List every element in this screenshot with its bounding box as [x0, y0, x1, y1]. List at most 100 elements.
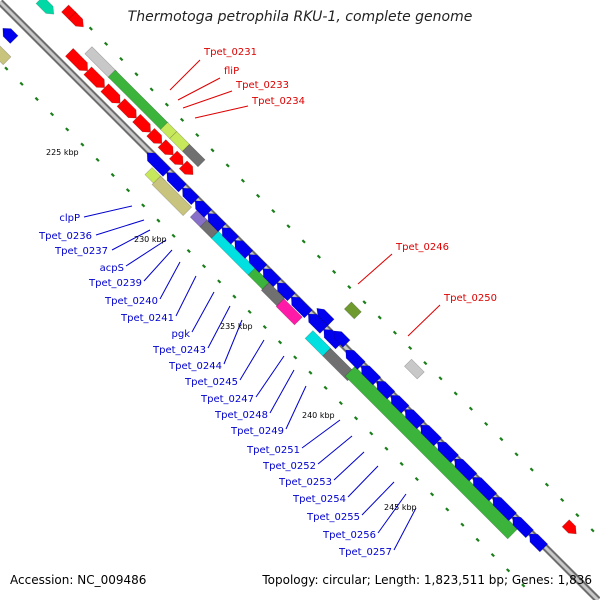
reverse-gene-block: [2, 27, 19, 44]
forward-gene-arrow: [157, 139, 174, 156]
tick-mark-outer: [301, 239, 306, 244]
reverse-gene-label: Tpet_0254: [292, 494, 346, 505]
tick-mark-outer: [544, 482, 550, 487]
reverse-gene-label: Tpet_0247: [200, 394, 254, 405]
reverse-gene-label: Tpet_0257: [338, 547, 392, 558]
tick-mark-outer: [468, 406, 474, 411]
leader-line: [111, 229, 151, 251]
leader-line: [95, 219, 145, 236]
tick-mark-inner: [308, 370, 313, 375]
label-leader-lines: [83, 59, 441, 551]
tick-mark-outer: [256, 193, 261, 198]
reverse-gene-label: Tpet_0255: [306, 512, 360, 523]
tick-mark-inner: [232, 294, 237, 299]
forward-gene-label: Tpet_0233: [235, 80, 289, 91]
reverse-gene-arrow: [194, 200, 213, 218]
tick-mark-outer: [134, 72, 139, 77]
forward-gene-arrow: [68, 11, 84, 28]
leader-line: [317, 435, 353, 465]
tick-mark-inner: [445, 507, 450, 512]
reverse-gene-arrow: [472, 476, 498, 502]
forward-gene-arrow: [146, 127, 163, 144]
tick-mark-inner: [156, 218, 161, 223]
leader-line: [285, 385, 307, 430]
leader-line: [191, 291, 215, 333]
reverse-gene-label: Tpet_0256: [322, 530, 376, 541]
forward-gene-arrow: [100, 83, 121, 104]
forward-gene-label: Tpet_0246: [395, 242, 449, 253]
leader-line: [143, 249, 173, 282]
reverse-gene-arrow: [166, 172, 187, 193]
reverse-gene-arrow: [345, 349, 366, 370]
tick-mark-inner: [429, 492, 435, 497]
reverse-gene-label: Tpet_0249: [230, 426, 284, 437]
leader-line: [333, 451, 365, 481]
reverse-gene-arrow: [437, 441, 459, 464]
tick-mark-outer: [271, 208, 276, 214]
forward-gene-block: [343, 301, 362, 320]
tick-mark-inner: [521, 583, 526, 588]
tick-mark-outer: [514, 452, 519, 457]
tick-mark-outer: [438, 376, 443, 381]
leader-line: [207, 305, 231, 349]
tick-mark-outer: [164, 102, 169, 107]
tick-mark-inner: [201, 264, 207, 269]
tick-mark-inner: [171, 233, 176, 238]
forward-gene-arrow: [116, 98, 137, 119]
gene-features: [0, 0, 577, 553]
tick-mark-outer: [347, 285, 352, 290]
leader-line: [169, 59, 201, 91]
forward-gene-block: [404, 358, 425, 380]
tick-mark-inner: [369, 431, 374, 436]
leader-line: [175, 275, 197, 317]
reverse-gene-label: acpS: [100, 263, 124, 274]
reverse-gene-label: clpP: [59, 213, 80, 224]
tick-mark-inner: [217, 279, 222, 284]
forward-gene-block: [182, 143, 206, 168]
reverse-gene-block: [275, 298, 303, 326]
reverse-gene-arrow: [454, 458, 478, 482]
tick-mark-inner: [277, 340, 283, 345]
leader-line: [223, 319, 243, 365]
scale-label: 225 kbp: [46, 148, 79, 157]
tick-mark-inner: [490, 553, 495, 558]
tick-mark-outer: [423, 361, 428, 366]
leader-line: [301, 419, 341, 449]
reverse-gene-arrow: [492, 496, 517, 522]
reverse-gene-arrow: [146, 152, 172, 177]
reverse-gene-block: [0, 45, 12, 66]
forward-gene-block: [561, 519, 577, 535]
tick-mark-outer: [119, 56, 124, 62]
map-title: Thermotoga petrophila RKU-1, complete ge…: [127, 9, 473, 25]
tick-mark-outer: [362, 300, 367, 305]
tick-mark-inner: [323, 385, 328, 390]
reverse-gene-arrow: [404, 409, 426, 430]
reverse-gene-block: [151, 175, 193, 217]
tick-mark-inner: [125, 188, 131, 193]
tick-mark-outer: [180, 117, 185, 122]
tick-mark-inner: [19, 81, 24, 86]
reverse-gene-label: Tpet_0243: [152, 345, 206, 356]
leader-line: [255, 355, 285, 398]
scale-label: 240 kbp: [302, 411, 335, 420]
tick-mark-outer: [210, 148, 215, 153]
reverse-gene-label: Tpet_0236: [38, 231, 92, 242]
tick-mark-inner: [399, 461, 404, 466]
leader-line: [125, 239, 167, 267]
reverse-gene-arrow: [316, 307, 335, 327]
reverse-gene-label: Tpet_0252: [262, 461, 316, 472]
reverse-gene-label: Tpet_0240: [104, 296, 158, 307]
tick-mark-inner: [262, 324, 267, 330]
leader-line: [159, 261, 181, 300]
forward-gene-label: Tpet_0250: [443, 293, 497, 304]
tick-mark-outer: [103, 41, 109, 46]
tick-mark-inner: [475, 537, 480, 542]
tick-mark-outer: [377, 315, 382, 320]
leader-line: [239, 339, 265, 381]
tick-mark-inner: [141, 203, 146, 208]
reverse-gene-label: Tpet_0251: [246, 445, 300, 456]
reverse-gene-arrow: [291, 296, 313, 319]
reverse-gene-arrow: [376, 380, 396, 400]
reverse-gene-arrow: [182, 187, 200, 206]
reverse-gene-arrow: [262, 268, 282, 288]
